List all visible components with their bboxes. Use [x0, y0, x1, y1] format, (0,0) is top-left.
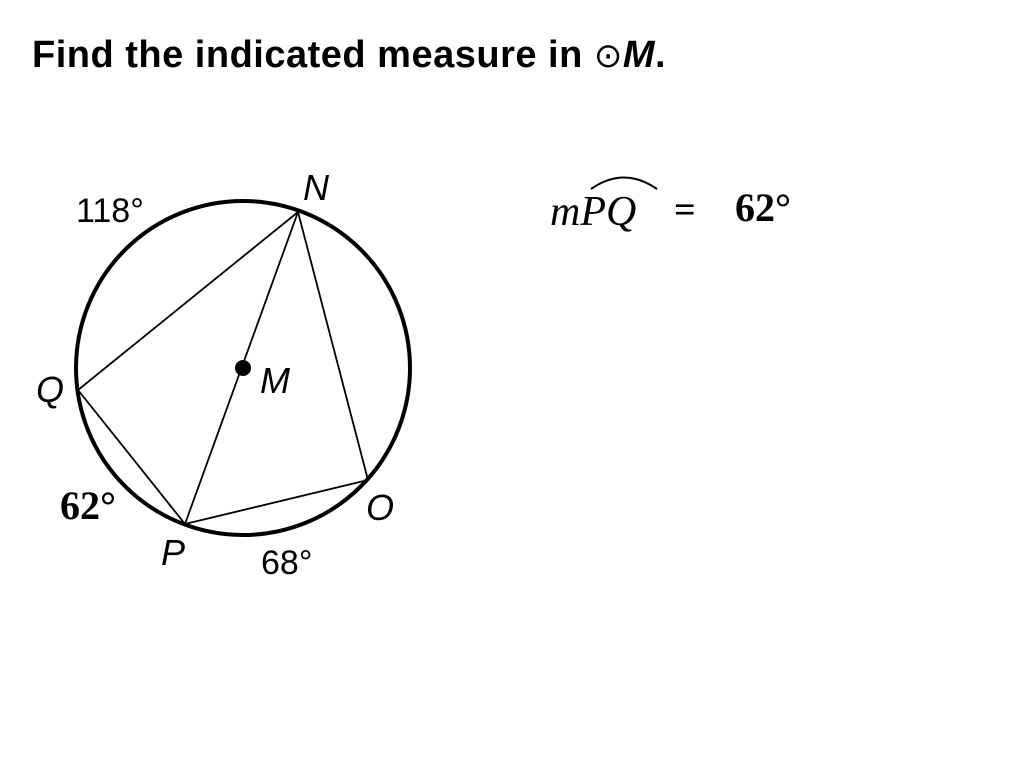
chord-qn: [77, 211, 299, 391]
title-period: .: [655, 34, 667, 76]
arc-name: PQ: [580, 189, 637, 235]
title-text: Find the indicated measure in: [32, 34, 583, 76]
arc-prefix: m: [550, 189, 581, 235]
circle-symbol: ⊙: [593, 37, 623, 75]
label-point-o: O: [366, 487, 394, 528]
circle-name: M: [622, 34, 656, 76]
equals-sign: =: [674, 189, 696, 231]
center-point-m: [235, 360, 251, 376]
arc-label-qn: 118°: [76, 192, 144, 230]
answer-equation: mPQ = 62°: [550, 168, 830, 238]
arc-label-po: 68°: [261, 544, 312, 582]
chord-no: [297, 211, 369, 481]
answer-value: 62°: [735, 185, 791, 230]
arc-measure-label: mPQ: [550, 188, 636, 236]
chord-pq: [77, 389, 186, 525]
label-point-m: M: [260, 360, 290, 401]
circle-m: [74, 199, 412, 537]
arc-symbol-icon: [590, 176, 658, 190]
problem-title: Find the indicated measure in ⊙M.: [32, 34, 666, 77]
label-point-q: Q: [36, 369, 64, 410]
arc-label-pq: 62°: [60, 483, 116, 528]
label-point-n: N: [303, 167, 330, 208]
chord-op: [184, 479, 369, 525]
label-point-p: P: [161, 532, 185, 573]
